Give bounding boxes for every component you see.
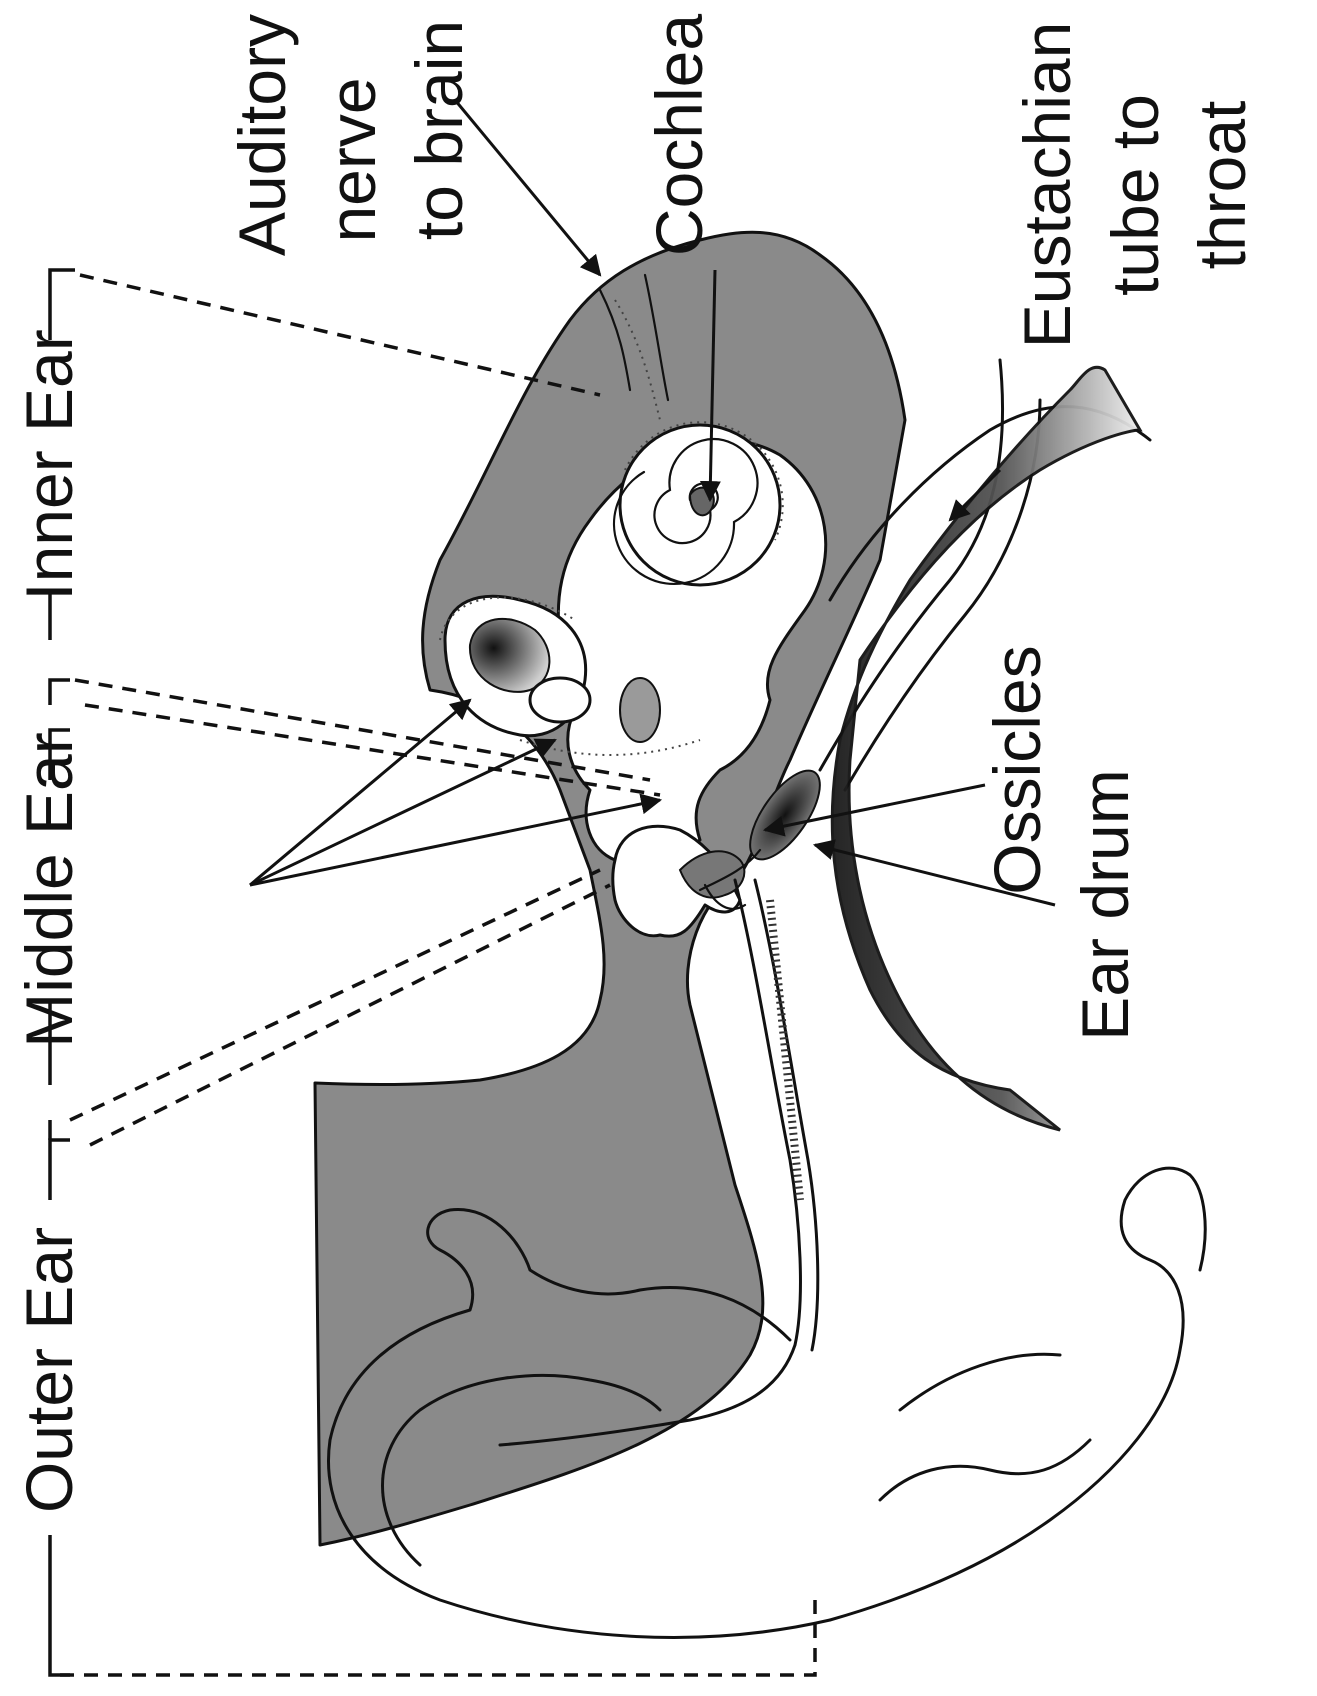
label-cochlea: Cochlea <box>642 14 716 256</box>
canal-hairs <box>770 900 800 1200</box>
temporal-bone <box>315 232 905 1545</box>
label-inner-ear: Inner Ear <box>12 329 86 600</box>
divider-inner-top <box>80 275 600 395</box>
label-eustachian-line3: throat <box>1185 101 1259 270</box>
canal-loop-small <box>530 678 590 722</box>
label-ear-drum: Ear drum <box>1068 769 1142 1040</box>
label-eustachian-line1: Eustachian <box>1010 22 1084 349</box>
label-eustachian-line2: tube to <box>1098 94 1172 296</box>
label-outer-ear: Outer Ear <box>12 1227 86 1513</box>
arrow-canal-1 <box>250 700 470 885</box>
label-auditory-line1: Auditory <box>225 14 299 256</box>
arrow-canal-2 <box>250 740 555 885</box>
label-ossicles: Ossicles <box>980 645 1054 894</box>
label-auditory-line3: to brain <box>402 20 476 240</box>
label-middle-ear: Middle Ear <box>12 732 86 1047</box>
label-auditory-line2: nerve <box>315 77 389 242</box>
vestibule-oval <box>620 678 660 742</box>
antihelix <box>880 1440 1090 1500</box>
auricle-rim <box>830 1168 1205 1620</box>
ear-canal-upper-inner <box>755 880 818 1350</box>
concha-fold <box>900 1354 1060 1410</box>
arrow-auditory-nerve <box>455 100 600 275</box>
